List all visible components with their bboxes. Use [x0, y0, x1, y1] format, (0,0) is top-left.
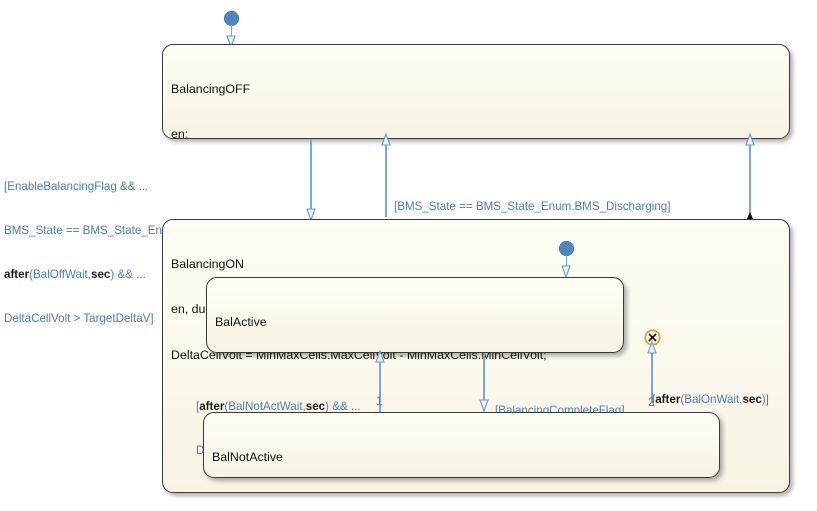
transition-priority-1: 1	[376, 395, 383, 408]
arrowhead-up-on-to-off	[380, 132, 391, 146]
transition-label-to-terminator: [after(BalOnWait,sec)]	[652, 393, 769, 407]
arrowhead-up-to-terminator	[646, 340, 657, 354]
state-bal-not-active-title: BalNotActive	[212, 449, 283, 464]
state-bal-not-active-body: BalNotActive	[204, 413, 719, 477]
state-balancing-off[interactable]: BalancingOFF en: BalCmd(:,:) = false; en…	[162, 44, 790, 139]
default-transition-line-top	[230, 25, 232, 45]
arrowhead-up-right	[744, 132, 755, 146]
state-balancing-off-line-2: en:	[171, 127, 189, 139]
transition-priority-2: 2	[648, 396, 655, 409]
state-bal-active-title: BalActive	[215, 314, 267, 329]
default-transition-dot-balactive[interactable]	[559, 241, 574, 256]
transition-line-on-to-off[interactable]	[385, 139, 387, 217]
arrowhead-down-off-to-on	[305, 208, 316, 222]
state-balancing-off-body: BalancingOFF en: BalCmd(:,:) = false; en…	[163, 45, 789, 139]
default-transition-dot-top[interactable]	[224, 11, 239, 26]
transition-line-right[interactable]	[749, 139, 751, 219]
state-bal-active-body: BalActive en, du: BalCmd = ((CellVoltage…	[207, 278, 623, 352]
state-bal-active[interactable]: BalActive en, du: BalCmd = ((CellVoltage…	[206, 277, 624, 353]
default-transition-line-balactive	[565, 255, 567, 271]
kw-after-1: after	[4, 267, 30, 281]
kw-after-3: after	[655, 393, 681, 407]
arrowhead-down-top	[226, 35, 236, 49]
state-bal-not-active[interactable]: BalNotActive	[203, 412, 720, 478]
transition-line-active-to-notactive[interactable]	[483, 353, 485, 403]
kw-after-2: after	[199, 400, 225, 414]
arrowhead-up-notactive-to-active	[374, 349, 385, 363]
arrowhead-down-active-to-notactive	[478, 399, 489, 413]
transition-line-notactive-to-active[interactable]	[379, 356, 381, 412]
state-balancing-off-title: BalancingOFF	[171, 81, 251, 96]
state-balancing-on-line-2: en, du:	[171, 302, 209, 317]
transition-line-off-to-on[interactable]	[310, 139, 312, 217]
arrowhead-down-balactive	[561, 265, 571, 279]
state-balancing-on-title: BalancingON	[171, 256, 245, 271]
transition-line-to-terminator[interactable]	[651, 347, 653, 403]
